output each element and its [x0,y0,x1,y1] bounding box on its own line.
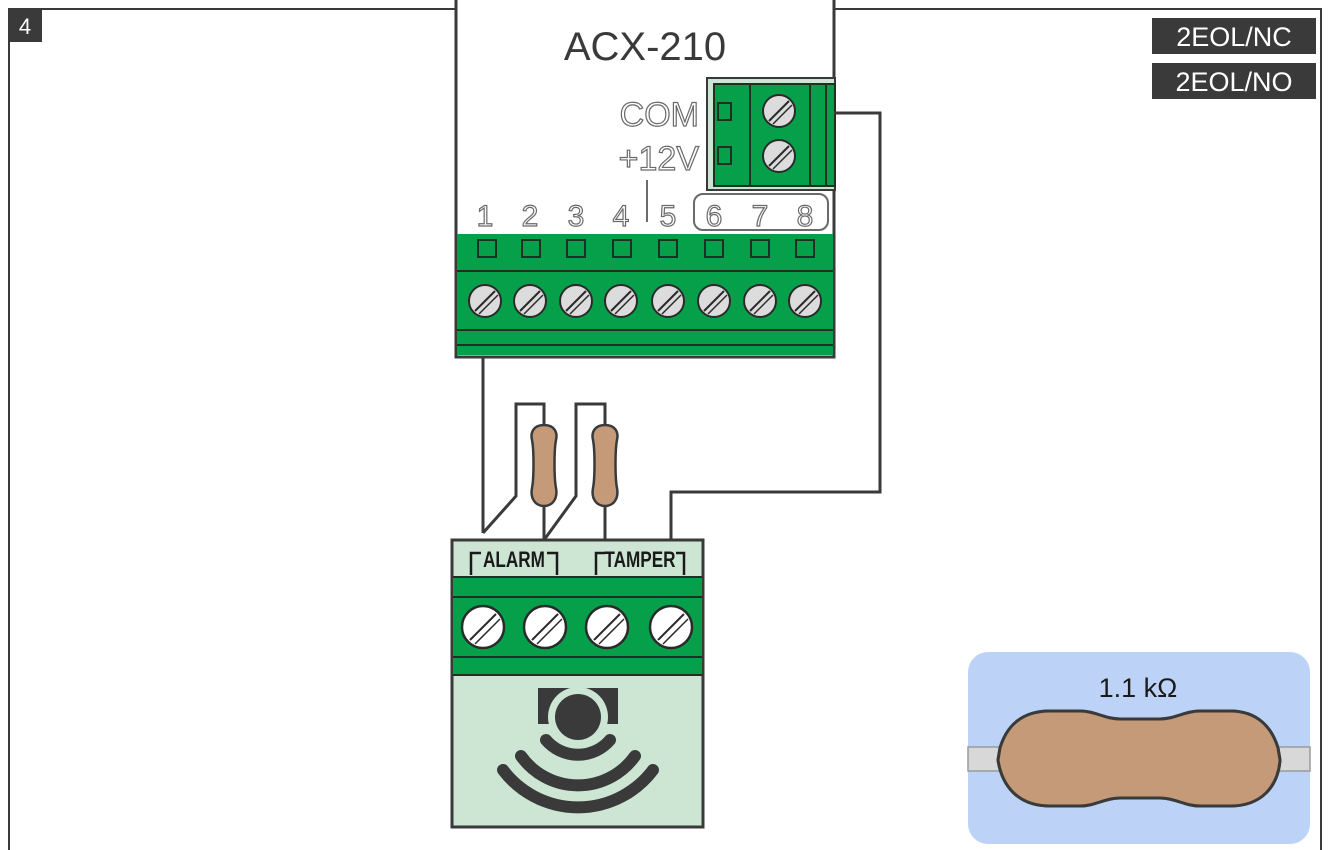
screw-terminal-icon [651,284,685,318]
resistor-2-lead [542,402,607,541]
zone-screws [468,284,822,318]
acx210-module: ACX-210 COM +12V 1 2 3 4 5 6 7 [454,0,836,359]
figure-number-box [9,9,42,42]
resistor-legend: 1.1 kΩ [967,652,1311,844]
screw-terminal-icon [788,284,822,318]
terminal-12v-label: +12V [619,140,700,178]
terminal-number: 7 [752,200,769,233]
screw-terminal-icon [522,604,568,650]
wiring [481,111,882,541]
terminal-number: 6 [706,200,723,233]
terminal-number: 2 [522,200,539,233]
zone-terminal-strip [457,234,833,355]
terminal-group-frame [693,193,829,231]
terminal-number: 8 [797,200,814,233]
module-name: ACX-210 [564,25,726,69]
tamper-group-label: TAMPER [604,548,675,573]
badge-no [1152,63,1316,99]
screw-terminal-icon [648,604,694,650]
terminal-number: 1 [477,200,494,233]
badge-no-label: 2EOL/NO [1175,67,1292,97]
screw-terminal-icon [584,604,630,650]
screw-terminal-icon [762,139,796,173]
terminal-number: 3 [568,200,585,233]
power-wire [669,111,882,540]
mode-badges: 2EOL/NC 2EOL/NO [1152,18,1316,99]
screw-terminal-icon [762,94,796,128]
resistor-1 [530,423,558,508]
screw-terminal-icon [743,284,777,318]
screw-terminal-icon [697,284,731,318]
wireless-detector-icon [497,687,659,814]
screw-terminal-icon [604,284,638,318]
terminal-numbers: 1 2 3 4 5 6 7 8 [476,180,829,234]
terminal-com-label: COM [620,96,699,134]
alarm-group-label: ALARM [483,548,545,573]
screw-terminal-icon [559,284,593,318]
resistor-1-lead [481,402,546,534]
terminal-number: 5 [660,200,677,233]
screw-terminal-icon [460,604,506,650]
badge-nc-label: 2EOL/NC [1176,22,1292,52]
screw-terminal-icon [513,284,547,318]
terminal-slots [477,239,815,258]
screw-terminal-icon [468,284,502,318]
detector: ALARM TAMPER [450,538,705,829]
terminal-number: 4 [613,200,630,233]
badge-nc [1152,18,1316,54]
resistor-2 [591,423,619,508]
resistor-value-label: 1.1 kΩ [1099,673,1178,703]
figure-number: 4 [19,14,31,39]
